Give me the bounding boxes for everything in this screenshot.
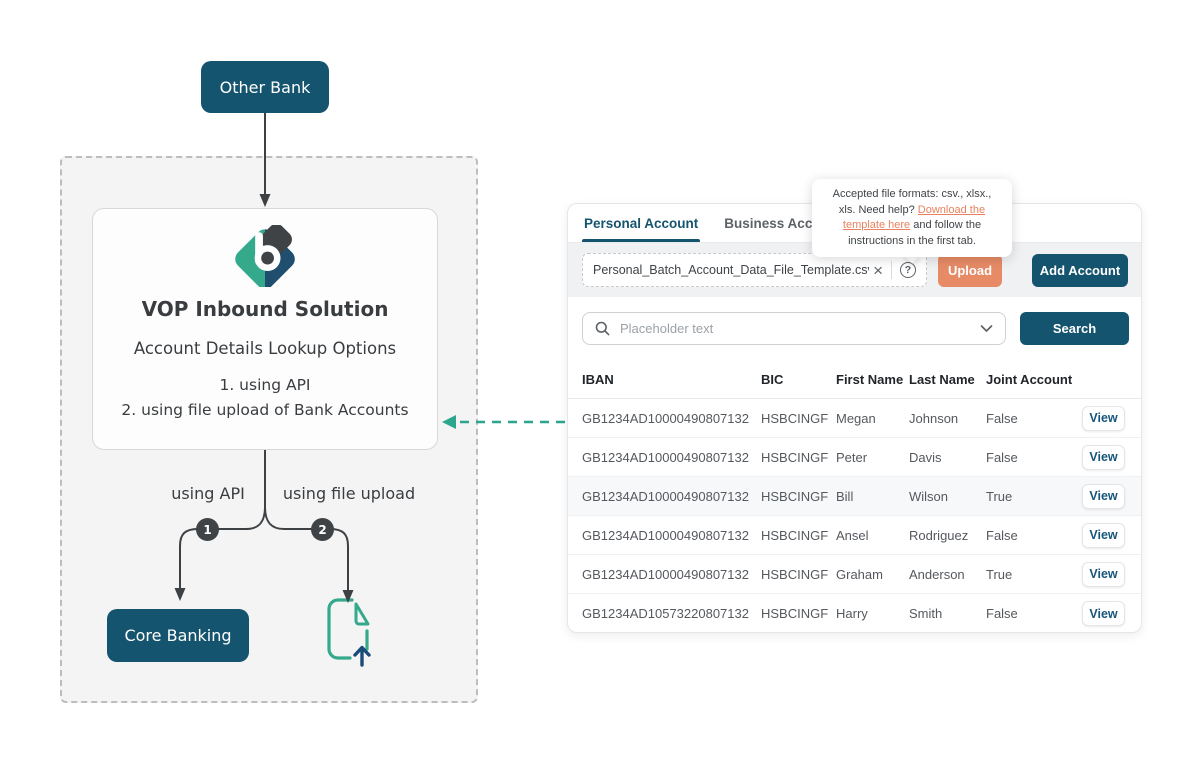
cell-first-name: Ansel xyxy=(836,527,869,543)
cell-bic: HSBCINGF xyxy=(761,527,829,543)
help-icon[interactable]: ? xyxy=(900,262,916,278)
view-button[interactable]: View xyxy=(1082,444,1125,470)
search-button[interactable]: Search xyxy=(1020,312,1129,345)
search-icon xyxy=(595,321,610,336)
solution-subtitle: Account Details Lookup Options xyxy=(133,339,397,358)
table-row: GB1234AD10000490807132 HSBCINGF Ansel Ro… xyxy=(568,516,1141,555)
tooltip-text-after: and follow the instructions in the first… xyxy=(848,219,982,247)
cell-iban: GB1234AD10000490807132 xyxy=(582,527,749,543)
cell-joint-account: False xyxy=(986,527,1018,543)
cell-joint-account: False xyxy=(986,449,1018,465)
clear-file-icon[interactable]: × xyxy=(873,260,883,280)
table-row: GB1234AD10000490807132 HSBCINGF Bill Wil… xyxy=(568,477,1141,516)
add-account-button[interactable]: Add Account xyxy=(1032,254,1128,287)
header-first-name: First Name xyxy=(836,372,904,387)
solution-title: VOP Inbound Solution xyxy=(141,297,389,321)
branch-label-using-api: using API xyxy=(171,484,245,503)
view-button[interactable]: View xyxy=(1082,405,1125,431)
cell-iban: GB1234AD10000490807132 xyxy=(582,449,749,465)
cell-first-name: Peter xyxy=(836,449,868,465)
tab-personal-account[interactable]: Personal Account xyxy=(582,204,701,242)
cell-last-name: Anderson xyxy=(909,566,965,582)
download-template-link[interactable]: Download the template here xyxy=(842,203,986,232)
header-bic: BIC xyxy=(761,372,784,387)
search-row: Search xyxy=(568,297,1141,361)
cell-first-name: Megan xyxy=(836,410,876,426)
cell-joint-account: False xyxy=(986,410,1018,426)
other-bank-node: Other Bank xyxy=(201,61,329,113)
tooltip-text-before: Accepted file formats: csv., xlsx., xls.… xyxy=(832,188,992,216)
cell-first-name: Bill xyxy=(836,488,854,504)
vop-solution-box: VOP Inbound Solution Account Details Loo… xyxy=(92,208,438,450)
cell-iban: GB1234AD10000490807132 xyxy=(582,488,749,504)
cell-first-name: Graham xyxy=(836,566,883,582)
cell-bic: HSBCINGF xyxy=(761,410,829,426)
cell-last-name: Johnson xyxy=(909,410,959,426)
cell-iban: GB1234AD10000490807132 xyxy=(582,410,749,426)
cell-joint-account: False xyxy=(986,606,1018,621)
solution-option-file-upload: 2. using file upload of Bank Accounts xyxy=(121,401,409,419)
branch-number-2-badge: 2 xyxy=(311,518,334,541)
cell-bic: HSBCINGF xyxy=(761,566,829,582)
cell-bic: HSBCINGF xyxy=(761,606,829,621)
header-last-name: Last Name xyxy=(909,372,975,387)
table-row: GB1234AD10000490807132 HSBCINGF Peter Da… xyxy=(568,438,1141,477)
cell-joint-account: True xyxy=(986,488,1013,504)
view-button[interactable]: View xyxy=(1082,483,1125,509)
cell-joint-account: True xyxy=(986,566,1013,582)
cell-first-name: Harry xyxy=(836,606,868,621)
cell-last-name: Davis xyxy=(909,449,942,465)
upload-button[interactable]: Upload xyxy=(938,254,1002,287)
accounts-panel: Personal Account Business Account Person… xyxy=(567,203,1142,633)
solution-option-api: 1. using API xyxy=(219,376,311,394)
divider xyxy=(891,261,892,279)
core-banking-node: Core Banking xyxy=(107,609,249,662)
cell-iban: GB1234AD10573220807132 xyxy=(582,606,749,621)
cell-iban: GB1234AD10000490807132 xyxy=(582,566,749,582)
view-button[interactable]: View xyxy=(1082,601,1125,626)
branch-number-1-badge: 1 xyxy=(196,518,219,541)
cell-last-name: Rodriguez xyxy=(909,527,969,543)
view-button[interactable]: View xyxy=(1082,561,1125,587)
branch-label-using-file-upload: using file upload xyxy=(282,484,416,503)
table-row: GB1234AD10573220807132 HSBCINGF Harry Sm… xyxy=(568,594,1141,633)
search-input[interactable] xyxy=(618,320,972,337)
chevron-down-icon[interactable] xyxy=(980,324,993,333)
search-input-wrapper xyxy=(582,312,1006,345)
selected-filename: Personal_Batch_Account_Data_File_Templat… xyxy=(593,263,870,277)
table-row: GB1234AD10000490807132 HSBCINGF Megan Jo… xyxy=(568,399,1141,438)
view-button[interactable]: View xyxy=(1082,522,1125,548)
header-joint-account: Joint Account xyxy=(986,372,1073,387)
vop-logo-icon xyxy=(235,225,296,287)
upload-help-tooltip: Accepted file formats: csv., xlsx., xls.… xyxy=(812,179,1012,257)
table-row: GB1234AD10000490807132 HSBCINGF Graham A… xyxy=(568,555,1141,594)
cell-last-name: Wilson xyxy=(909,488,949,504)
cell-bic: HSBCINGF xyxy=(761,449,829,465)
file-input[interactable]: Personal_Batch_Account_Data_File_Templat… xyxy=(582,253,927,287)
header-iban: IBAN xyxy=(582,372,614,387)
cell-bic: HSBCINGF xyxy=(761,488,829,504)
cell-last-name: Smith xyxy=(909,606,943,621)
table-header-row: IBAN BIC First Name Last Name Joint Acco… xyxy=(568,361,1141,399)
file-upload-icon xyxy=(327,598,371,667)
